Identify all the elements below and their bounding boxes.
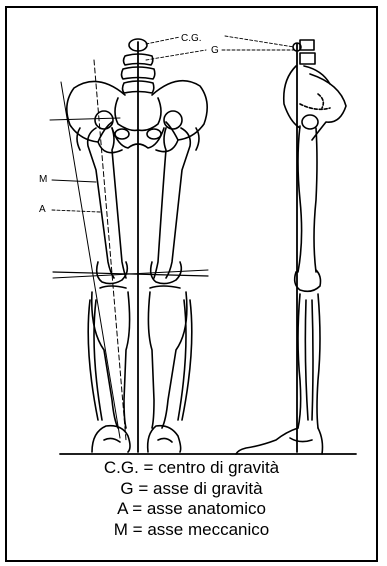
right-femur [154, 128, 199, 278]
a-leader [52, 210, 100, 212]
label-cg: C.G. [181, 33, 202, 44]
lateral-spine [300, 40, 330, 84]
lateral-femur [295, 126, 321, 291]
legend-line-m: M = asse meccanico [7, 520, 376, 541]
left-femoral-head [95, 111, 113, 129]
m-leader [52, 180, 96, 182]
label-a: A [39, 204, 46, 215]
lateral-foot [236, 428, 323, 454]
legend-line-g: G = asse di gravità [7, 479, 376, 500]
legend-line-cg: C.G. = centro di gravità [7, 458, 376, 479]
lateral-pelvis [284, 66, 346, 140]
right-femoral-head [164, 111, 182, 129]
legend-line-a: A = asse anatomico [7, 499, 376, 520]
legend: C.G. = centro di gravità G = asse di gra… [7, 458, 376, 540]
knee-joint-line-2 [53, 270, 208, 278]
frontal-feet [92, 426, 181, 452]
label-leaders [146, 36, 296, 60]
lateral-lower-leg [298, 294, 320, 428]
hip-line [50, 118, 120, 120]
label-g: G [211, 45, 219, 56]
label-m: M [39, 174, 47, 185]
right-lower-leg [148, 292, 191, 428]
